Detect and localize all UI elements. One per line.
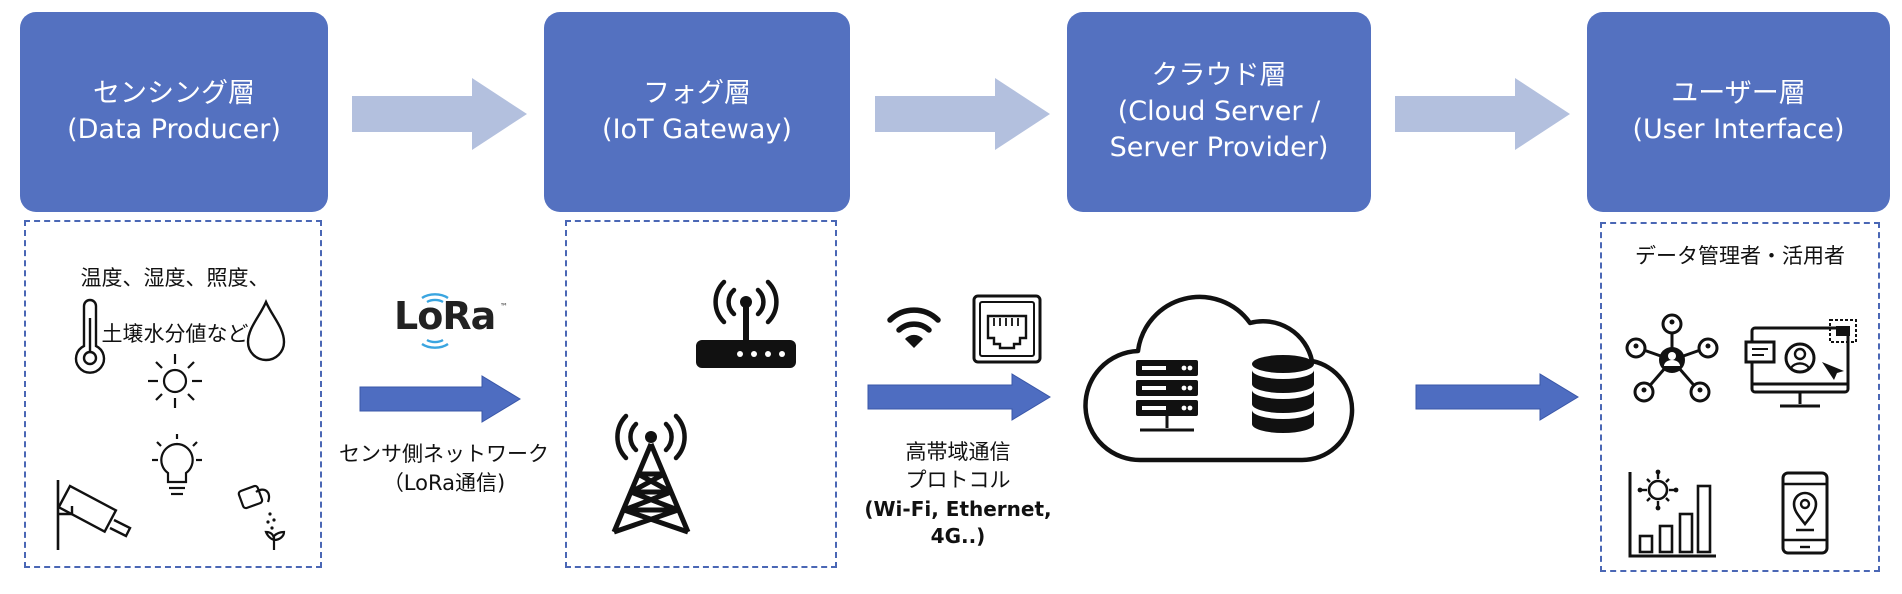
smartphone-location-icon [1781, 471, 1829, 555]
sensing-device-box [24, 220, 322, 568]
user-flow-arrow [1415, 373, 1579, 421]
layer-user-subtitle: (User Interface) [1632, 114, 1845, 145]
header-arrow-1 [352, 78, 527, 150]
cloud-link-protocols: (Wi-Fi, Ethernet, 4G..) [864, 497, 1052, 548]
layer-fog: フォグ層 (IoT Gateway) [544, 12, 850, 212]
database-icon [1252, 355, 1314, 433]
cloud-link-label: 高帯域通信 プロトコル [905, 440, 1011, 492]
user-caption: データ管理者・活用者 [1635, 244, 1845, 268]
watering-can-icon [237, 484, 286, 550]
layer-cloud: クラウド層 (Cloud Server / Server Provider) [1067, 12, 1371, 212]
layer-sensing-subtitle: (Data Producer) [67, 114, 281, 145]
layer-cloud-title: クラウド層 [1151, 60, 1287, 91]
lora-flow-arrow [359, 375, 521, 423]
lora-network-label: センサ側ネットワーク （LoRa通信) [339, 442, 549, 495]
layer-cloud-subtitle: (Cloud Server / Server Provider) [1109, 96, 1329, 163]
user-device-box [1600, 222, 1880, 572]
fog-device-box [565, 220, 837, 568]
layer-user: ユーザー層 (User Interface) [1587, 12, 1890, 212]
water-drop-icon [246, 298, 286, 362]
cloud-flow-arrow [867, 373, 1051, 421]
lora-trademark: ™ [500, 302, 508, 311]
thermometer-icon [74, 298, 106, 374]
cell-tower-icon [611, 413, 691, 535]
lora-signal-icon [421, 293, 449, 349]
sensing-caption: 温度、湿度、照度、 土壌水分値など [30, 236, 320, 376]
network-hub-icon [1625, 313, 1719, 403]
cloud-icon [1083, 294, 1355, 463]
sensing-caption-line1: 温度、湿度、照度、 [80, 266, 270, 290]
header-arrow-2 [875, 78, 1050, 150]
layer-fog-title: フォグ層 [643, 78, 751, 109]
sun-icon [148, 354, 202, 408]
layer-fog-subtitle: (IoT Gateway) [602, 114, 792, 145]
light-bulb-icon [152, 434, 202, 496]
monitor-profile-icon [1744, 319, 1857, 408]
wifi-icon [887, 307, 941, 348]
analytics-chart-icon [1628, 469, 1716, 558]
layer-sensing-title: センシング層 [93, 78, 255, 109]
ethernet-port-icon [972, 294, 1042, 364]
header-arrow-3 [1395, 78, 1570, 150]
security-camera-icon [56, 480, 132, 550]
layer-user-title: ユーザー層 [1671, 78, 1806, 109]
layer-sensing: センシング層 (Data Producer) [20, 12, 328, 212]
lora-logo: LoRa ™ [394, 290, 514, 356]
sensing-caption-line2: 土壌水分値など [101, 322, 249, 346]
lora-logo-text: LoRa [394, 294, 496, 338]
wifi-router-icon [696, 279, 796, 368]
server-rack-icon [1136, 360, 1198, 432]
